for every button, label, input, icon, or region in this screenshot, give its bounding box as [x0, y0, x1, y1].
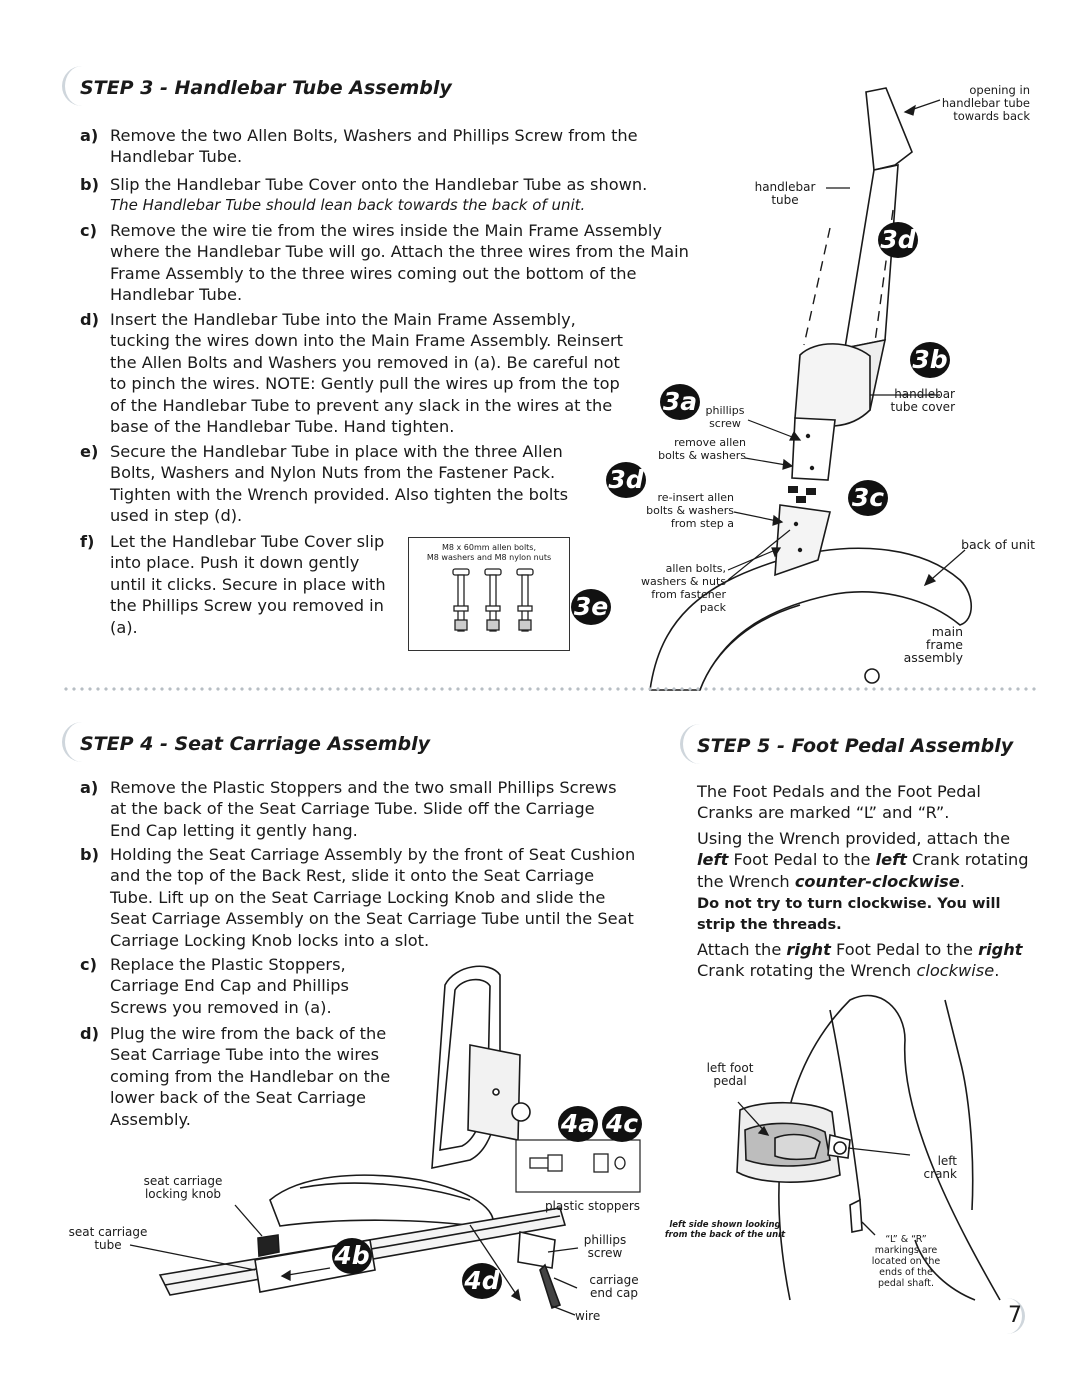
p4-text-c: Crank rotating the Wrench	[697, 961, 917, 981]
reinsert-allen-label: re-insert allen bolts & washers from ste…	[646, 491, 734, 530]
badge-4d: 4d	[462, 1263, 502, 1299]
item-text: Remove the two Allen Bolts, Washers and …	[110, 126, 638, 167]
item-letter: c)	[80, 221, 97, 240]
badge-4a: 4a	[558, 1106, 598, 1142]
step4-title: STEP 4 - Seat Carriage Assembly	[80, 733, 431, 755]
item-letter: a)	[80, 778, 99, 797]
handlebar-tube-cover-label: handlebar tube cover	[890, 387, 955, 414]
handlebar-tube-label: handlebar tube	[754, 180, 816, 207]
p4-right-2: right	[978, 940, 1023, 959]
step4-title-bracket	[62, 722, 87, 762]
item-text: Insert the Handlebar Tube into the Main …	[110, 310, 624, 437]
item-text: Remove the wire tie from the wires insid…	[110, 221, 689, 305]
step5-paragraph-3: Do not try to turn clockwise. You will s…	[697, 895, 1001, 934]
item-text: Plug the wire from the back of the Seat …	[110, 1024, 391, 1129]
fastener-caption-1: M8 x 60mm allen bolts,	[441, 543, 537, 552]
item-text: Secure the Handlebar Tube in place with …	[110, 442, 569, 526]
badge-3b: 3b	[910, 342, 950, 378]
p4-text-a: Attach the	[697, 940, 787, 959]
step3-item-c: c) Remove the wire tie from the wires in…	[80, 220, 690, 306]
step3-item-b: b) Slip the Handlebar Tube Cover onto th…	[80, 174, 700, 217]
p4-cw: clockwise	[916, 961, 995, 981]
left-side-shown-label: left side shown looking from the back of…	[664, 1220, 786, 1240]
step5-title: STEP 5 - Foot Pedal Assembly	[697, 735, 1014, 757]
item-note: The Handlebar Tube should lean back towa…	[110, 196, 586, 215]
wire-label: wire	[575, 1309, 601, 1323]
item-text: Replace the Plastic Stoppers, Carriage E…	[110, 955, 349, 1017]
step4-item-c: c) Replace the Plastic Stoppers, Carriag…	[80, 954, 380, 1018]
step3-item-a: a) Remove the two Allen Bolts, Washers a…	[80, 125, 640, 168]
plastic-stoppers-label: plastic stoppers	[544, 1199, 641, 1213]
item-text: Let the Handlebar Tube Cover slip into p…	[110, 532, 386, 637]
step3-item-e: e) Secure the Handlebar Tube in place wi…	[80, 441, 580, 527]
badge-3d-left: 3d	[606, 462, 646, 498]
step4-item-a: a) Remove the Plastic Stoppers and the t…	[80, 777, 630, 841]
remove-allen-label: remove allen bolts & washers	[658, 436, 746, 462]
phillips-screw-label: phillips screw	[705, 404, 745, 430]
item-letter: b)	[80, 175, 99, 194]
locking-knob-label: seat carriage locking knob	[143, 1174, 223, 1201]
badge-3c: 3c	[848, 480, 888, 516]
badge-3e: 3e	[571, 589, 611, 625]
allen-bolts-illustration	[452, 568, 534, 632]
item-letter: d)	[80, 310, 99, 329]
end-cap-label: carriage end cap	[589, 1273, 639, 1300]
step5-paragraph-1: The Foot Pedals and the Foot Pedal Crank…	[697, 782, 981, 823]
item-letter: e)	[80, 442, 99, 461]
p2-text-c: Crank rotating the Wrench	[697, 850, 1029, 891]
p2-left-2: left	[875, 850, 907, 870]
main-frame-label: main frame assembly	[903, 624, 963, 665]
page-number-bracket	[1006, 1298, 1025, 1334]
item-letter: f)	[80, 532, 95, 551]
step4-item-b: b) Holding the Seat Carriage Assembly by…	[80, 844, 640, 951]
p4-right-1: right	[786, 940, 831, 959]
step5-title-bracket	[680, 724, 705, 764]
step5-paragraph-4: Attach the right Foot Pedal to the right…	[697, 939, 1042, 982]
badge-4c: 4c	[602, 1106, 642, 1142]
step4-item-d: d) Plug the wire from the back of the Se…	[80, 1023, 420, 1130]
badge-3d-top: 3d	[878, 222, 918, 258]
step5-paragraph-2: Using the Wrench provided, attach the le…	[697, 828, 1042, 892]
item-text: Holding the Seat Carriage Assembly by th…	[110, 845, 636, 950]
item-text: Slip the Handlebar Tube Cover onto the H…	[110, 175, 648, 194]
opening-label: opening in handlebar tube towards back	[941, 83, 1030, 123]
item-letter: c)	[80, 955, 97, 974]
p2-text-d: .	[959, 871, 965, 891]
step3-item-f: f) Let the Handlebar Tube Cover slip int…	[80, 531, 390, 638]
p2-text-a: Using the Wrench provided, attach the	[697, 829, 1011, 848]
phillips-screw-label-4: phillips screw	[583, 1233, 627, 1260]
badge-4b: 4b	[332, 1238, 372, 1274]
markings-label: “L” & “R” markings are located on the en…	[871, 1234, 941, 1289]
p2-left-1: left	[697, 850, 729, 870]
fastener-pack-box: M8 x 60mm allen bolts, M8 washers and M8…	[408, 537, 570, 651]
p4-text-d: .	[994, 961, 1000, 981]
page-number: 7	[1008, 1303, 1022, 1328]
item-letter: b)	[80, 845, 99, 864]
left-foot-pedal-label: left foot pedal	[706, 1061, 754, 1088]
step3-item-d: d) Insert the Handlebar Tube into the Ma…	[80, 309, 640, 437]
p4-text-b: Foot Pedal to the	[830, 940, 979, 959]
back-of-unit-label: back of unit	[961, 537, 1035, 552]
allen-bolts-label: allen bolts, washers & nuts from fastene…	[640, 562, 726, 614]
badge-3a: 3a	[660, 384, 700, 420]
seat-tube-label: seat carriage tube	[68, 1225, 148, 1252]
p2-ccw: counter-clockwise	[794, 871, 960, 891]
left-crank-label: left crank	[923, 1154, 957, 1181]
item-letter: d)	[80, 1024, 99, 1043]
handlebar-tube-illustration	[649, 87, 973, 691]
item-text: Remove the Plastic Stoppers and the two …	[110, 778, 617, 840]
step3-title: STEP 3 - Handlebar Tube Assembly	[80, 77, 452, 99]
p2-text-b: Foot Pedal to the	[728, 850, 876, 870]
section-separator	[62, 687, 1036, 691]
fastener-caption-2: M8 washers and M8 nylon nuts	[426, 553, 552, 562]
item-letter: a)	[80, 126, 99, 145]
step3-title-bracket	[62, 66, 87, 106]
